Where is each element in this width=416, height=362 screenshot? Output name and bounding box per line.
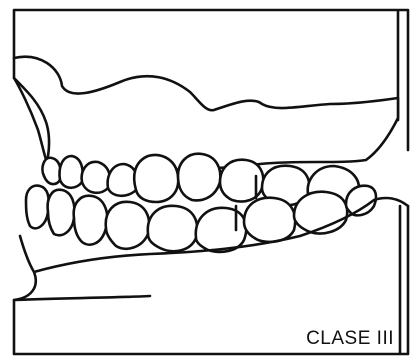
upper-tooth	[42, 158, 60, 184]
upper-tooth	[134, 155, 178, 202]
upper-tooth	[178, 154, 220, 201]
lower-tooth	[106, 202, 149, 249]
upper-tooth	[60, 156, 83, 188]
lower-tooth	[244, 198, 295, 242]
lower-tooth	[148, 206, 197, 251]
lower-tooth	[26, 186, 49, 229]
classification-caption: CLASE III	[306, 328, 394, 350]
lower-tooth	[48, 190, 75, 235]
upper-tooth	[82, 162, 110, 193]
lower-tooth	[74, 196, 108, 245]
lower-tooth	[196, 208, 246, 252]
